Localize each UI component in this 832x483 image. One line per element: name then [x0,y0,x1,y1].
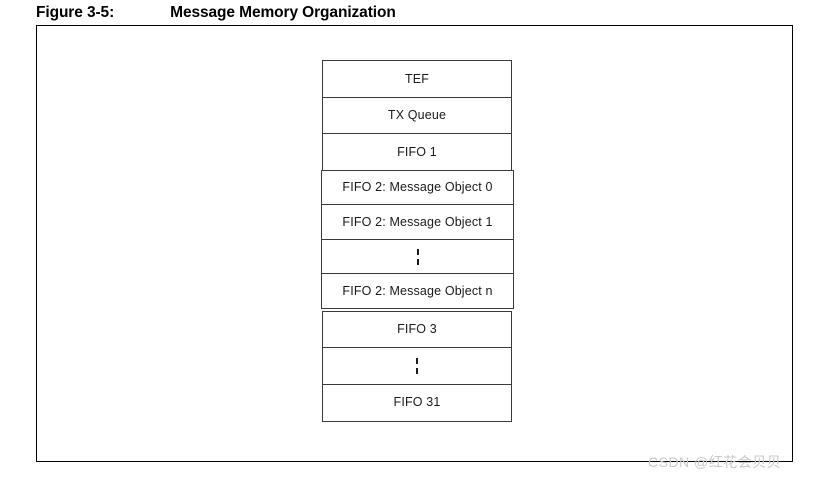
memory-block-label: TEF [404,71,430,86]
vertical-ellipsis-icon [416,258,419,265]
figure-caption: Figure 3-5: Message Memory Organization [36,2,776,24]
vertical-ellipsis-icon [416,368,418,374]
figure-number: Figure 3-5: [36,4,115,21]
figure-frame: TEF TX Queue FIFO 1 FIFO 2: Message Obje… [36,25,793,462]
vertical-ellipsis-icon [416,248,419,255]
memory-block-label: FIFO 31 [393,395,441,410]
fifo2-message-object-n: FIFO 2: Message Object n [321,273,514,309]
memory-stack: TEF TX Queue FIFO 1 FIFO 2: Message Obje… [321,60,514,422]
memory-block-tx-queue: TX Queue [322,96,512,135]
memory-block-label: FIFO 2: Message Object n [342,283,493,298]
figure-title: Message Memory Organization [170,4,396,21]
fifo2-message-object-group: FIFO 2: Message Object 0 FIFO 2: Message… [321,169,514,309]
memory-block-fifo-31: FIFO 31 [322,383,512,422]
fifo2-message-object-0: FIFO 2: Message Object 0 [321,169,514,206]
memory-block-label: FIFO 3 [397,322,437,337]
vertical-ellipsis-icon [416,358,418,364]
memory-block-label: FIFO 2: Message Object 0 [342,180,493,195]
memory-block-tef: TEF [322,60,512,98]
memory-block-label: TX Queue [387,108,447,123]
fifo2-ellipsis-separator [321,238,514,275]
memory-block-fifo-3: FIFO 3 [322,310,512,349]
memory-block-label: FIFO 1 [397,144,437,159]
fifo2-message-object-1: FIFO 2: Message Object 1 [321,204,514,240]
memory-ellipsis-separator [322,347,512,385]
memory-block-label: FIFO 2: Message Object 1 [342,214,493,229]
memory-block-fifo-1: FIFO 1 [322,133,512,171]
